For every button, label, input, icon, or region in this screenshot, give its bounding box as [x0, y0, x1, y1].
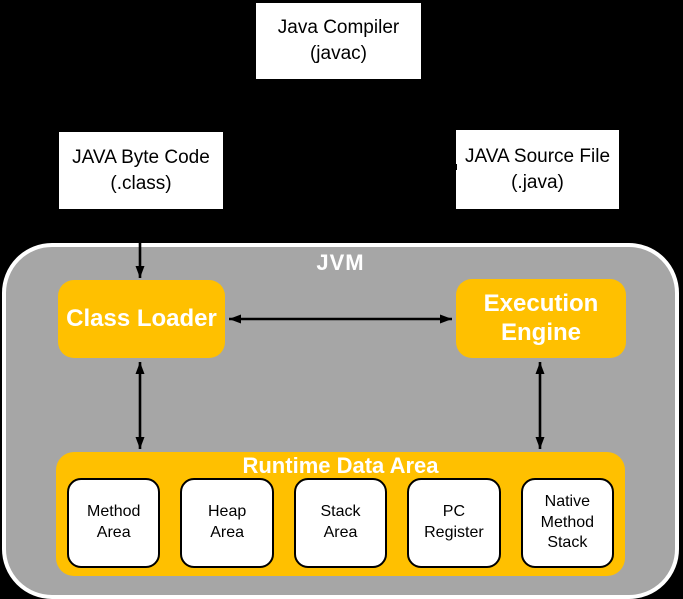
java-compiler-subtitle: (javac)	[309, 43, 367, 64]
native-method-stack-label: Native Method Stack	[540, 492, 595, 552]
java-source-file-subtitle: (.java)	[511, 171, 564, 193]
java-source-file-box: JAVA Source File (.java)	[456, 130, 619, 209]
method-area-label: Method Area	[87, 503, 141, 541]
java-bytecode-title: JAVA Byte Code	[72, 146, 210, 168]
stack-area-box: Stack Area	[293, 478, 388, 568]
stack-area-label: Stack Area	[320, 503, 361, 541]
class-loader-label: Class Loader	[66, 304, 217, 332]
heap-area-box: Heap Area	[180, 478, 274, 568]
stray-mark	[451, 164, 457, 170]
pc-register-label: PC Register	[424, 503, 484, 541]
runtime-data-area-row: Method Area Heap Area Stack Area PC Regi…	[56, 478, 625, 568]
java-compiler-title: Java Compiler	[277, 17, 400, 39]
runtime-data-area-title: Runtime Data Area	[242, 453, 439, 478]
jvm-title: JVM	[316, 250, 365, 275]
java-bytecode-subtitle: (.class)	[110, 172, 172, 194]
java-bytecode-box: JAVA Byte Code (.class)	[59, 132, 223, 209]
heap-area-label: Heap Area	[207, 503, 247, 541]
runtime-data-area: Runtime Data Area Method Area Heap Area …	[56, 452, 625, 576]
execution-engine-label: Execution Engine	[483, 290, 599, 346]
java-compiler-box: Java Compiler (javac)	[256, 3, 421, 79]
java-source-file-title: JAVA Source File	[464, 145, 611, 167]
native-method-stack-box: Native Method Stack	[520, 478, 615, 568]
pc-register-box: PC Register	[407, 478, 501, 568]
class-loader-box: Class Loader	[58, 280, 225, 358]
execution-engine-box: Execution Engine	[456, 279, 626, 358]
method-area-box: Method Area	[67, 478, 161, 568]
